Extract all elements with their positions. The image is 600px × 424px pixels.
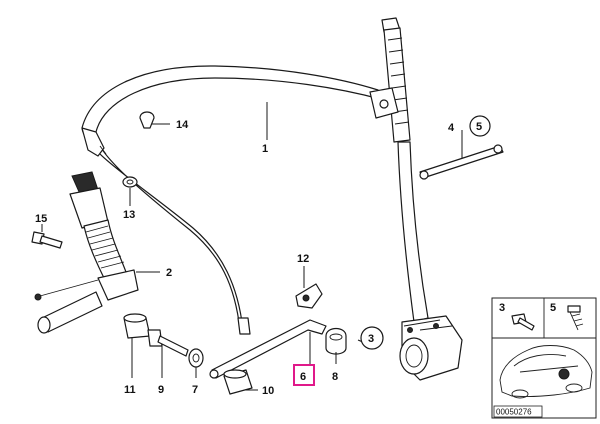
callout-14: 14 (176, 119, 189, 131)
retractor[interactable] (399, 315, 463, 381)
inset-label-3: 3 (499, 302, 505, 314)
nut-part-13[interactable] (122, 176, 138, 188)
inset-reference-code: 00050276 (496, 408, 532, 417)
spacer-sleeve-part-11[interactable] (123, 313, 151, 339)
belt-guide-bar[interactable] (419, 144, 504, 180)
cap-part-8[interactable] (325, 327, 347, 355)
inset-bolt-icon (511, 313, 535, 331)
callout-3-circle (360, 326, 384, 350)
callout-labels: 1 14 13 15 2 4 5 3 12 11 9 7 10 6 8 (35, 115, 491, 397)
callout-6: 6 (300, 371, 306, 383)
leader-lines (41, 102, 463, 391)
belt-vertical-section[interactable] (397, 141, 429, 323)
callout-12: 12 (297, 253, 309, 265)
inset-panel: 3 5 00050276 (491, 297, 597, 419)
bolt-part-15[interactable] (31, 231, 63, 249)
callout-5: 5 (476, 121, 482, 133)
callout-10: 10 (262, 385, 274, 397)
height-adjuster-rail[interactable] (369, 17, 411, 143)
sleeve-part-10[interactable] (223, 369, 253, 395)
belt-strap[interactable] (81, 65, 385, 335)
callout-13: 13 (123, 209, 135, 221)
callout-4: 4 (448, 122, 455, 134)
callout-1: 1 (262, 143, 268, 155)
callout-5-circle (469, 115, 491, 137)
callout-3: 3 (368, 333, 374, 345)
callout-7: 7 (192, 384, 198, 396)
callout-9: 9 (158, 384, 164, 396)
washer-part-7[interactable] (188, 348, 204, 368)
bolt-part-9[interactable] (147, 329, 189, 357)
inset-screw-icon (567, 305, 584, 331)
inset-location-marker (558, 368, 570, 380)
inset-car-outline (499, 345, 593, 399)
callout-2: 2 (166, 267, 172, 279)
clip-part-12[interactable] (295, 283, 323, 309)
callout-6-highlight (293, 364, 315, 386)
callout-8: 8 (332, 371, 338, 383)
anchor-rod-part-6[interactable] (209, 319, 327, 379)
callout-15: 15 (35, 213, 47, 225)
callout-11: 11 (124, 384, 136, 396)
buckle-assembly[interactable] (34, 171, 139, 334)
inset-label-5: 5 (550, 302, 556, 314)
rivet-part-14[interactable] (139, 111, 155, 129)
